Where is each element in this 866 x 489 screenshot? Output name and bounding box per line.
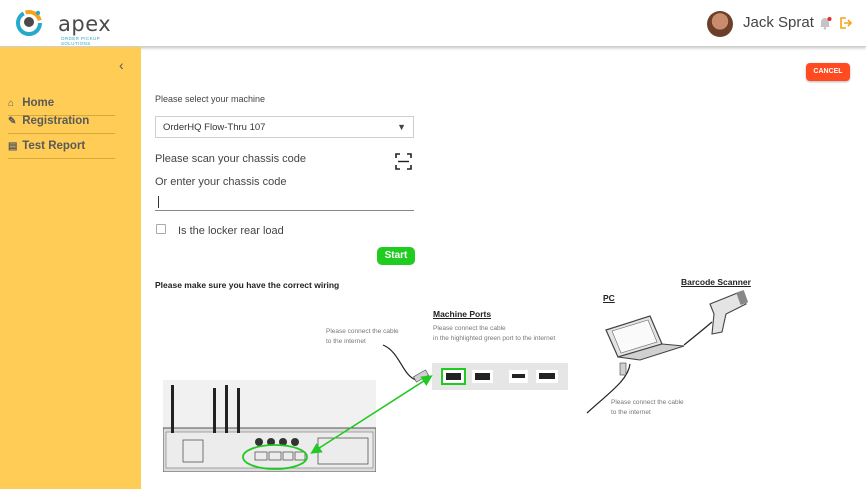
sidebar-item-home[interactable]: ⌂ Home [8, 97, 115, 116]
machine-ports-panel [432, 363, 568, 390]
scan-chassis-label: Please scan your chassis code [155, 153, 307, 165]
ethernet-port-highlighted [441, 368, 466, 385]
chevron-down-icon: ▼ [397, 122, 406, 132]
machine-select-value: OrderHQ Flow-Thru 107 [163, 122, 266, 133]
pc-cable-plug [619, 362, 627, 376]
home-icon: ⌂ [8, 98, 15, 109]
sidebar-item-label: Registration [22, 115, 90, 127]
top-bar: apex ORDER PICKUP SOLUTIONS Jack Sprat [0, 0, 866, 47]
logo-wordmark: apex [58, 12, 112, 36]
ethernet-port [472, 370, 493, 383]
hdmi-port [536, 370, 558, 383]
logout-icon[interactable] [840, 17, 853, 29]
start-button[interactable]: Start [377, 247, 415, 265]
machine-ports-note-1: Please connect the cable [433, 325, 506, 332]
barcode-scanner-title: Barcode Scanner [681, 277, 751, 287]
wiring-heading: Please make sure you have the correct wi… [155, 280, 340, 290]
cancel-button[interactable]: CANCEL [806, 63, 850, 81]
apex-logo[interactable]: apex ORDER PICKUP SOLUTIONS [14, 8, 124, 46]
cable-note-2: to the internet [326, 338, 366, 345]
machine-select-label: Please select your machine [155, 94, 266, 104]
avatar[interactable] [707, 11, 733, 37]
collapse-sidebar-icon[interactable]: ‹ [119, 57, 124, 73]
sidebar-item-label: Home [22, 97, 55, 109]
sidebar-item-test-report[interactable]: ▤ Test Report [8, 140, 115, 159]
barcode-scanner-icon [709, 289, 749, 335]
machine-select[interactable]: OrderHQ Flow-Thru 107 ▼ [155, 116, 414, 138]
rear-load-checkbox[interactable] [156, 224, 166, 234]
highlight-ellipse [242, 444, 308, 470]
cable-note-1: Please connect the cable [326, 328, 399, 335]
chassis-code-input[interactable] [155, 194, 414, 211]
pc-note-1: Please connect the cable [611, 399, 684, 406]
bell-icon[interactable] [818, 16, 832, 30]
barcode-scan-icon[interactable] [395, 153, 412, 170]
notification-dot [827, 17, 832, 21]
enter-chassis-label: Or enter your chassis code [155, 176, 287, 188]
pc-note-2: to the internet [611, 409, 651, 416]
user-name[interactable]: Jack Sprat [743, 14, 814, 31]
sidebar: ‹ ⌂ Home ✎ Registration ▤ Test Report [0, 47, 141, 489]
apex-logo-icon [16, 10, 42, 36]
internet-cable [382, 344, 417, 381]
laptop-icon [605, 315, 685, 361]
machine-ports-title: Machine Ports [433, 309, 492, 319]
sidebar-item-registration[interactable]: ✎ Registration [8, 115, 115, 134]
sidebar-item-label: Test Report [22, 140, 86, 152]
machine-ports-note-2: in the highlighted green port to the int… [433, 335, 556, 342]
text-cursor [158, 196, 159, 208]
report-icon: ▤ [8, 141, 18, 152]
logo-tagline: ORDER PICKUP SOLUTIONS [61, 36, 100, 46]
scanner-cable [683, 321, 713, 346]
pc-title: PC [603, 293, 615, 303]
pencil-icon: ✎ [8, 116, 17, 127]
green-connection-arrow [310, 375, 433, 454]
pc-internet-cable [586, 363, 631, 414]
rear-load-label: Is the locker rear load [178, 225, 284, 237]
usb-port [509, 370, 528, 383]
